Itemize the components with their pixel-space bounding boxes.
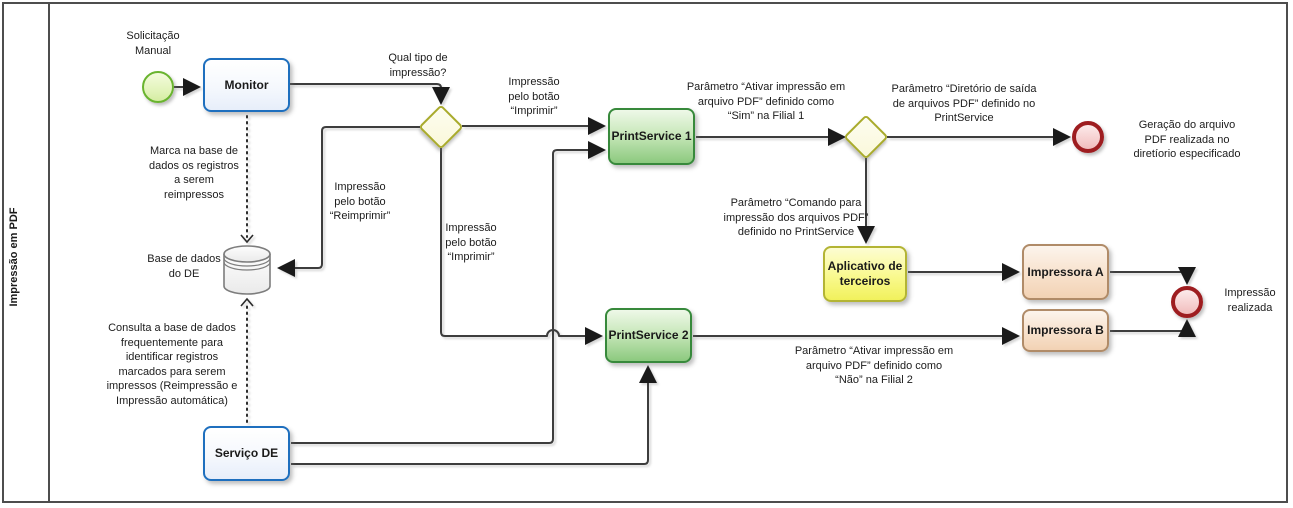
label-consulta: Consulta a base de dados frequentemente …	[106, 322, 238, 407]
label-reimprimir: Impressão pelo botão “Reimprimir”	[329, 181, 391, 222]
label-imprimir-top: Impressão pelo botão “Imprimir”	[508, 76, 560, 117]
task-aplicativo-terceiros: Aplicativo de terceiros	[823, 246, 907, 302]
task-monitor: Monitor	[203, 58, 290, 112]
flow-servicode-to-printservice2	[291, 365, 657, 465]
start-event-circle	[142, 71, 174, 103]
lane-divider	[48, 2, 50, 503]
label-qual-tipo: Qual tipo de impressão?	[388, 52, 448, 79]
label-impressao-realizada: Impressão realizada	[1224, 287, 1276, 314]
open-arrow-into-database-bottom	[240, 297, 254, 307]
label-param-nao: Parâmetro “Ativar impressão em arquivo P…	[794, 345, 954, 386]
flow-impressora-b-to-end2	[1110, 319, 1196, 337]
flow-gateway1-to-printservice2	[440, 148, 603, 345]
flow-servicode-to-printservice1	[291, 141, 606, 444]
flow-gateway1-to-database	[277, 126, 420, 277]
task-printservice-2: PrintService 2	[605, 308, 692, 363]
label-base-de-dados: Base de dados do DE	[147, 253, 221, 280]
label-param-diretorio: Parâmetro “Diretório de saída de arquivo…	[891, 83, 1037, 124]
database-cylinder-icon	[223, 245, 271, 295]
label-solicitacao-manual: Solicitação Manual	[126, 30, 180, 57]
end-event-pdf-circle	[1072, 121, 1104, 153]
task-servico-de: Serviço DE	[203, 426, 290, 481]
task-impressora-b: Impressora B	[1022, 309, 1109, 352]
open-arrow-into-database-top	[240, 234, 254, 244]
end-event-print-circle	[1171, 286, 1203, 318]
flow-impressora-a-to-end2	[1110, 267, 1196, 285]
label-marca: Marca na base de dados os registros a se…	[149, 145, 239, 201]
task-impressora-a: Impressora A	[1022, 244, 1109, 300]
label-geracao-pdf: Geração do arquivo PDF realizada no dire…	[1133, 119, 1241, 160]
label-param-comando: Parâmetro “Comando para impressão dos ar…	[723, 197, 869, 238]
label-imprimir-bottom: Impressão pelo botão “Imprimir”	[445, 222, 497, 263]
label-param-sim: Parâmetro “Ativar impressão em arquivo P…	[686, 81, 846, 122]
task-printservice-1: PrintService 1	[608, 108, 695, 165]
flow-monitor-to-gateway1	[290, 83, 450, 105]
